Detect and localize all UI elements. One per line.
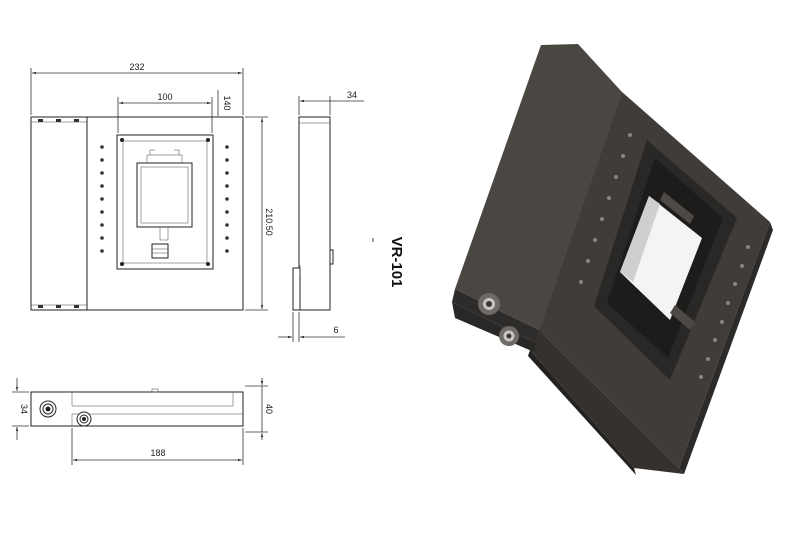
dim-total-thickness: 40 <box>264 404 274 414</box>
side-body <box>298 116 331 311</box>
front-left-screws <box>38 119 79 308</box>
dim-side-thickness: 34 <box>19 404 29 414</box>
bottom-view: 34 40 188 <box>12 378 274 465</box>
dim-flange: 6 <box>333 325 338 335</box>
render-holes <box>579 133 750 379</box>
dim-window-width: 100 <box>157 92 172 102</box>
dim-base-length: 188 <box>150 448 165 458</box>
front-left-module <box>30 116 88 311</box>
isometric-render <box>452 44 773 475</box>
front-view: 232 100 140 210.50 <box>30 62 274 311</box>
dim-height: 210.50 <box>264 208 274 236</box>
connector <box>151 243 169 259</box>
dim-depth: 34 <box>347 90 357 100</box>
side-flange <box>292 267 301 311</box>
mounting-holes <box>100 145 229 253</box>
side-view: 34 6 <box>278 90 364 342</box>
render-left-block <box>455 44 622 330</box>
side-knob <box>329 249 334 265</box>
model-title: VR-101 <box>388 237 405 288</box>
sample-holder <box>136 162 193 228</box>
dim-window-offset: 140 <box>222 95 232 110</box>
bottom-body <box>30 391 244 427</box>
dim-overall-width: 232 <box>129 62 144 72</box>
